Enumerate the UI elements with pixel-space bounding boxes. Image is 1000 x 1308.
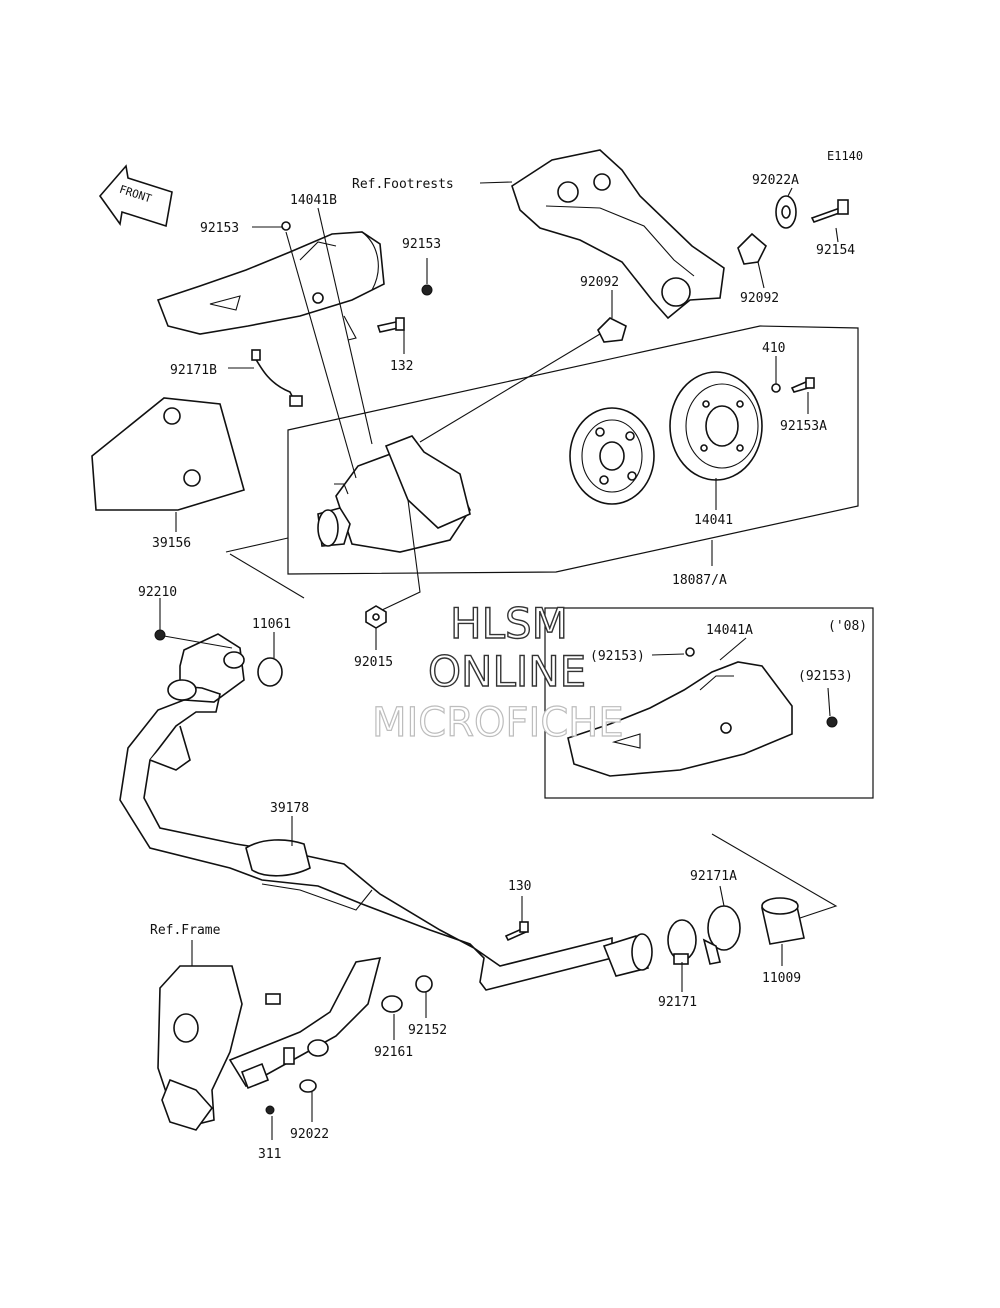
muffler-end-plate: [569, 407, 655, 505]
nut-92015: [365, 605, 387, 629]
clamp-92171: [667, 919, 697, 965]
inset-year-label: ('08): [828, 619, 867, 634]
clamp-92171A: [702, 905, 741, 965]
label-92171A: 92171A: [690, 869, 737, 884]
watermark-line2: ONLINE: [428, 647, 586, 696]
diagram-code: E1140: [827, 149, 863, 163]
screw-92153-inset-left: [685, 647, 695, 657]
damper-92092-mid: [597, 317, 627, 343]
label-92022: 92022: [290, 1127, 329, 1142]
muffler-assembly-outline: [287, 325, 859, 575]
label-92154: 92154: [816, 243, 855, 258]
bolt-132: [376, 317, 405, 333]
label-410: 410: [762, 341, 785, 356]
label-14041: 14041: [694, 513, 733, 528]
collar-92152: [415, 975, 433, 993]
bolt-92154: [810, 199, 849, 223]
heat-cover-14041B: [156, 231, 385, 341]
washer-92022: [299, 1079, 317, 1093]
inset-box-08: [544, 607, 874, 799]
gasket-11009: [761, 897, 805, 945]
label-92153-inset-right: (92153): [798, 669, 853, 684]
screw-92153-right: [421, 284, 433, 296]
ref-footrests-label: Ref.Footrests: [352, 177, 454, 192]
label-92153-right: 92153: [402, 237, 441, 252]
label-11061: 11061: [252, 617, 291, 632]
grommet-92161: [381, 995, 403, 1013]
pipe-end: [602, 933, 653, 977]
bolt-92153A: [790, 377, 815, 393]
label-92092-mid: 92092: [580, 275, 619, 290]
damper-92092-right: [737, 232, 767, 265]
washer-92022A: [775, 195, 797, 229]
washer-410: [771, 383, 781, 393]
label-39156: 39156: [152, 536, 191, 551]
label-18087A: 18087/A: [672, 573, 727, 588]
frame-bracket: [157, 957, 382, 1131]
label-92092-right: 92092: [740, 291, 779, 306]
label-92153-inset-left: (92153): [590, 649, 645, 664]
label-92210: 92210: [138, 585, 177, 600]
front-arrow-icon: FRONT: [98, 164, 173, 228]
label-14041B: 14041B: [290, 193, 337, 208]
label-11009: 11009: [762, 971, 801, 986]
label-92153A: 92153A: [780, 419, 827, 434]
label-92171B: 92171B: [170, 363, 217, 378]
label-311: 311: [258, 1147, 281, 1162]
bolt-130: [504, 921, 529, 942]
label-14041A: 14041A: [706, 623, 753, 638]
leader-lines: [159, 181, 839, 1140]
label-92152: 92152: [408, 1023, 447, 1038]
screw-92153-inset-right: [826, 716, 838, 728]
screw-92153-top: [281, 221, 291, 231]
gasket-11061: [257, 657, 283, 687]
label-92153-top: 92153: [200, 221, 239, 236]
muffler-body: [317, 435, 471, 553]
label-92015: 92015: [354, 655, 393, 670]
heat-guard-39156: [91, 397, 245, 511]
watermark-line1: HLSM: [450, 599, 568, 648]
label-39178: 39178: [270, 801, 309, 816]
footrest-bracket: [511, 149, 725, 320]
ref-frame-label: Ref.Frame: [150, 923, 221, 938]
label-92022A: 92022A: [752, 173, 799, 188]
label-132: 132: [390, 359, 413, 374]
label-130: 130: [508, 879, 531, 894]
label-92161: 92161: [374, 1045, 413, 1060]
nut-92210: [154, 629, 166, 641]
heat-cover-14041A: [567, 661, 793, 777]
watermark-line3: MICROFICHE: [372, 700, 624, 746]
nut-311: [265, 1105, 275, 1115]
muffler-end-cap-14041: [669, 371, 763, 481]
label-92171: 92171: [658, 995, 697, 1010]
